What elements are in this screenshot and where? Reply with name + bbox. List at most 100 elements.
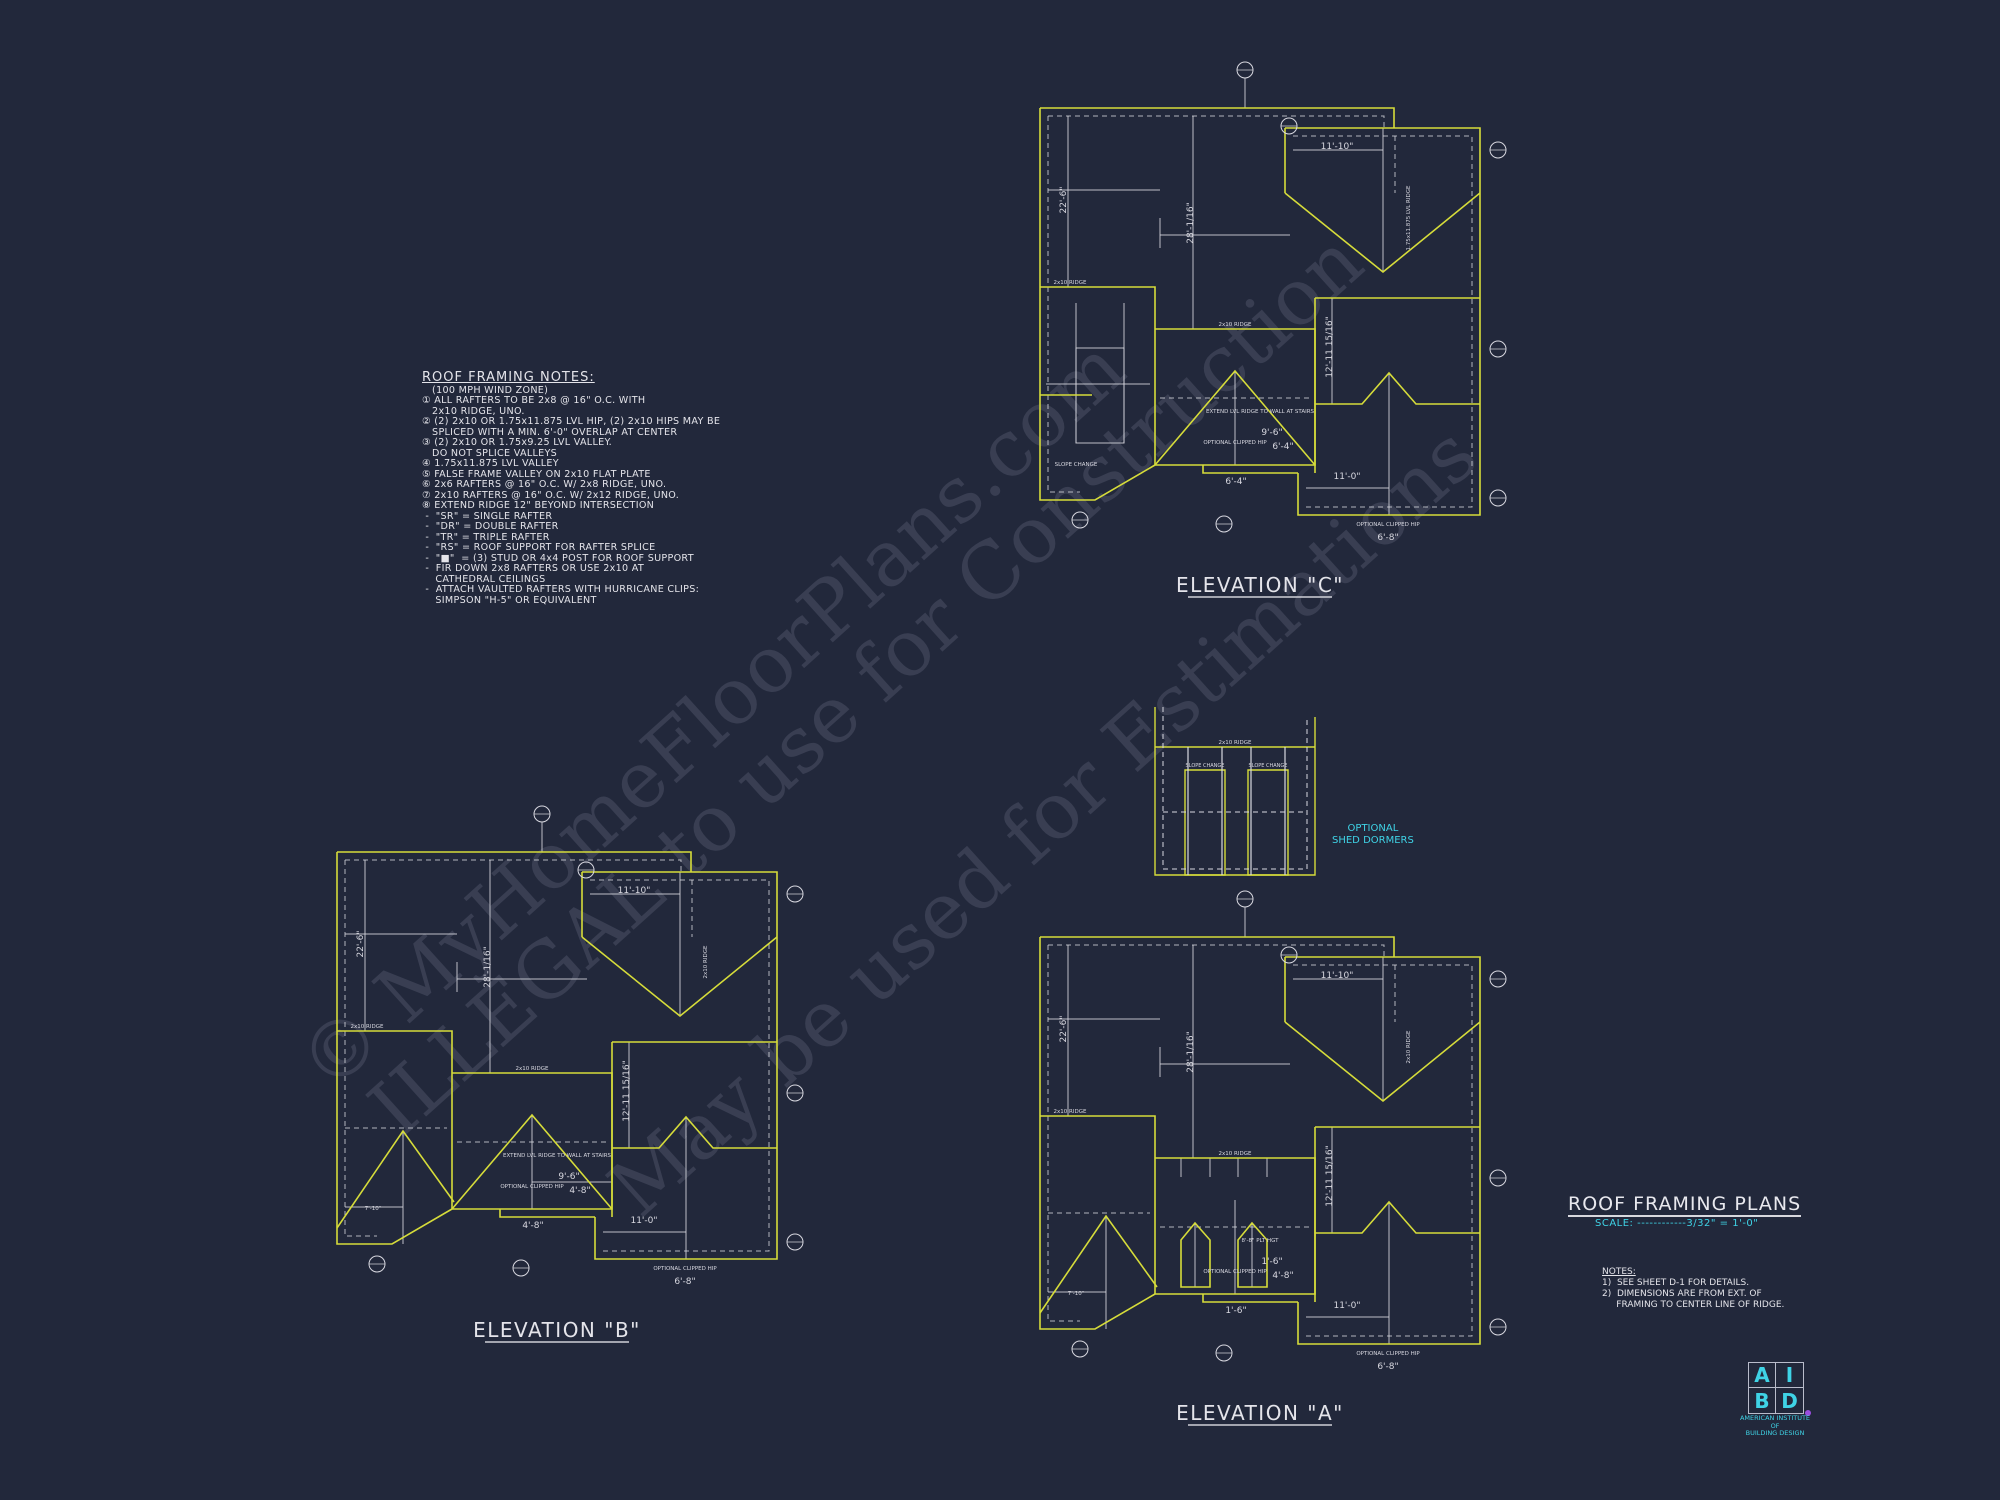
plan-label: 2x10 RIDGE [1054, 1109, 1087, 1115]
plan-label: OPTIONAL CLIPPED HIP [1356, 1351, 1420, 1357]
logo-letter: I [1776, 1363, 1803, 1388]
elevation-title: ELEVATION "A" [1176, 1401, 1344, 1425]
note-line: - "TR" = TRIPLE RAFTER [422, 531, 550, 543]
sheet-title: ROOF FRAMING PLANS [1568, 1193, 1802, 1217]
plan-label: 28'-1/16" [483, 946, 493, 988]
eave-line [1047, 116, 1080, 493]
dormer-ridge-label: 2x10 RIDGE [1219, 740, 1252, 746]
roof-line [1039, 108, 1156, 501]
dimension-line [1075, 347, 1125, 444]
logo-letter: A [1749, 1363, 1776, 1388]
note-line: 2x10 RIDGE, UNO. [422, 405, 525, 417]
plan-label: 6'-8" [1377, 533, 1398, 543]
plan-label: 7'-10" [1068, 1291, 1085, 1297]
note-line: - ATTACH VAULTED RAFTERS WITH HURRICANE … [422, 584, 700, 595]
roof-line [1154, 707, 1316, 876]
plan-label: 9'-6" [1261, 428, 1282, 438]
scale-label: SCALE: ------------3/32" = 1'-0" [1595, 1218, 1759, 1229]
logo-text-line: OF [1770, 1421, 1780, 1430]
plan-label: 12'-11 15/16" [1325, 316, 1335, 378]
sheet-note: FRAMING TO CENTER LINE OF RIDGE. [1602, 1300, 1785, 1310]
sheet-notes-heading: NOTES: [1602, 1267, 1636, 1277]
note-line: - FIR DOWN 2x8 RAFTERS OR USE 2x10 AT [422, 563, 645, 574]
plan-label: 6'-4" [1272, 442, 1293, 452]
plan-label: EXTEND LVL RIDGE TO WALL AT STAIRS [1206, 409, 1315, 415]
shed-dormer-detail: 2x10 RIDGE SLOPE CHANGE SLOPE CHANGE [1154, 707, 1316, 876]
eave-line [344, 860, 377, 1237]
plan-label: 28'-1/16" [1186, 202, 1196, 244]
plan-label: SLOPE CHANGE [1055, 462, 1098, 468]
logo-text-line: BUILDING DESIGN [1745, 1429, 1805, 1437]
plan-label: 11'-0" [1333, 472, 1360, 482]
plan-label: 2x10 RIDGE [516, 1066, 549, 1072]
plan-label: 2x10 RIDGE [1406, 1030, 1412, 1063]
plan-label: 6'-8" [674, 1277, 695, 1287]
roof-line [1040, 286, 1156, 465]
roof-line [1202, 1294, 1298, 1303]
note-line: - "SR" = SINGLE RAFTER [422, 510, 553, 522]
plan-label: 1.75x11.875 LVL RIDGE [1406, 185, 1412, 250]
roof-plan-elevation-c: 22'-6" 28'-1/16" 11'-10" 12'-11 15/16" 11'-0… [1039, 61, 1507, 543]
logo-text-line: AMERICAN INSTITUTE [1739, 1414, 1811, 1422]
roof-line [1202, 465, 1298, 474]
registered-mark-icon [1805, 1410, 1811, 1416]
note-line: SIMPSON "H-5" OR EQUIVALENT [422, 594, 597, 606]
roof-line [582, 871, 778, 1260]
plan-label: 22'-6" [1059, 186, 1069, 213]
roof-line [1315, 371, 1480, 405]
slope-change-label: SLOPE CHANGE [1186, 763, 1225, 769]
sheet-note: 1) SEE SHEET D-1 FOR DETAILS. [1602, 1278, 1750, 1288]
roof-plan-elevation-b: 22'-6"28'-1/16"11'-10"12'-11 15/16"11'-0… [336, 805, 804, 1287]
sheet-note: 2) DIMENSIONS ARE FROM EXT. OF [1602, 1289, 1762, 1299]
plan-label: EXTEND LVL RIDGE TO WALL AT STAIRS [503, 1153, 612, 1159]
note-line: - "■" = (3) STUD OR 4x4 POST FOR ROOF SU… [422, 552, 694, 564]
plan-label: 28'-1/16" [1186, 1031, 1196, 1073]
roof-line [1180, 1221, 1211, 1288]
note-line: ⑧ EXTEND RIDGE 12" BEYOND INTERSECTION [422, 500, 655, 511]
roof-line [1284, 192, 1481, 274]
logo-letter: D [1781, 1388, 1798, 1413]
plan-label: 2x10 RIDGE [1219, 322, 1252, 328]
note-line: - "DR" = DOUBLE RAFTER [422, 521, 559, 532]
plan-label: 2x10 RIDGE [1219, 1151, 1252, 1157]
logo-letter: B [1749, 1388, 1776, 1413]
roof-line [337, 851, 692, 872]
note-line: ② (2) 2x10 OR 1.75x11.875 LVL HIP, (2) 2… [422, 416, 721, 427]
plan-label: 1'-6" [1225, 1306, 1246, 1316]
roof-line [1285, 127, 1481, 516]
roof-line [1315, 1200, 1480, 1234]
plan-label: 22'-6" [1059, 1015, 1069, 1042]
roof-line [336, 1129, 455, 1229]
plan-label: OPTIONAL CLIPPED HIP [653, 1266, 717, 1272]
eave-line [1047, 945, 1080, 1322]
plan-label: OPTIONAL CLIPPED HIP [1356, 522, 1420, 528]
plan-label: OPTIONAL CLIPPED HIP [500, 1184, 564, 1190]
roof-line [1237, 1221, 1268, 1288]
slope-change-label: SLOPE CHANGE [1249, 763, 1288, 769]
note-line: - "RS" = ROOF SUPPORT FOR RAFTER SPLICE [422, 542, 656, 553]
roof-line [1247, 769, 1289, 876]
roof-line [1285, 956, 1481, 1345]
note-line: ③ (2) 2x10 OR 1.75x9.25 LVL VALLEY. [422, 437, 613, 448]
roof-line [336, 852, 453, 1245]
roof-line [1039, 1214, 1158, 1314]
roof-line [1040, 107, 1395, 128]
roof-line [499, 1209, 595, 1218]
roof-plan-elevation-a: 22'-6"28'-1/16"11'-10"12'-11 15/16"11'-0… [1039, 890, 1507, 1372]
roof-framing-notes: ROOF FRAMING NOTES: (100 MPH WIND ZONE)①… [422, 370, 721, 606]
plan-label: 11'-10" [1321, 142, 1354, 152]
notes-title: ROOF FRAMING NOTES: [422, 370, 595, 385]
plan-label: 2x10 RIDGE [1054, 280, 1087, 286]
sheet-notes: NOTES: 1) SEE SHEET D-1 FOR DETAILS. 2) … [1602, 1267, 1784, 1311]
note-line: ① ALL RAFTERS TO BE 2x8 @ 16" O.C. WITH [422, 395, 646, 406]
optional-shed-dormers-label: OPTIONAL SHED DORMERS [1332, 823, 1414, 847]
roof-line [1040, 1115, 1156, 1294]
roof-line [1284, 1021, 1481, 1103]
plan-label: 2x10 RIDGE [351, 1024, 384, 1030]
elevation-title: ELEVATION "C" [1176, 573, 1344, 597]
roof-line [1154, 369, 1316, 466]
plan-label: 11'-10" [618, 886, 651, 896]
note-line: (100 MPH WIND ZONE) [422, 384, 549, 396]
note-line: ⑤ FALSE FRAME VALLEY ON 2x10 FLAT PLATE [422, 468, 651, 480]
plan-label: 12'-11 15/16" [622, 1060, 632, 1122]
